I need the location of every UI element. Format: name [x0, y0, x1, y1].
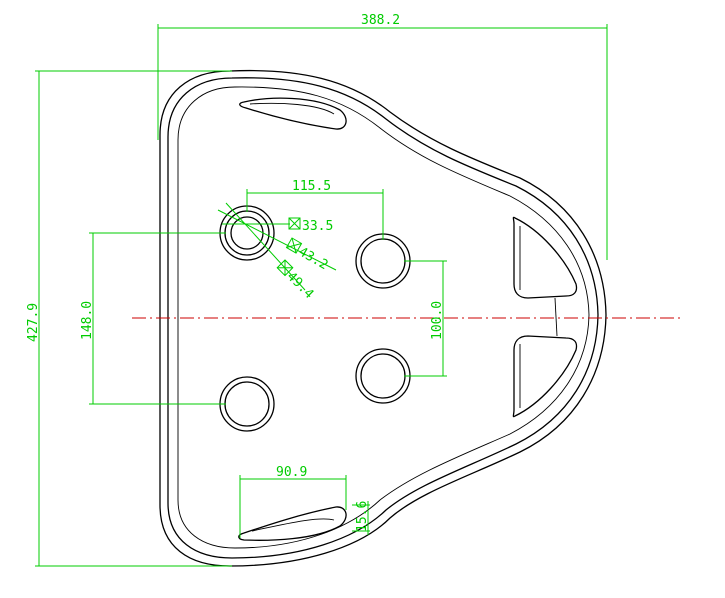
hole-spacing-y-right-label: 100.0: [430, 301, 445, 340]
hole-bottom-right: [355, 348, 411, 404]
hole-spacing-x-label: 115.5: [292, 179, 331, 194]
slot-width-label: 15.6: [355, 501, 370, 532]
middle-contour: [167, 77, 599, 559]
bottom-slot-inner: [251, 518, 335, 532]
slots: [238, 97, 578, 541]
outer-contour: [159, 69, 607, 567]
right-upper-window: [512, 216, 578, 299]
hole-top-right: [355, 233, 411, 289]
hole-bottom-left: [219, 376, 275, 432]
overall-width-label: 388.2: [361, 13, 400, 28]
hole-spacing-y-left-label: 148.0: [80, 301, 95, 340]
plate-outline: [159, 69, 607, 567]
overall-height-label: 427.9: [26, 303, 41, 342]
window-divider: [554, 297, 558, 337]
top-slot: [239, 97, 347, 130]
right-lower-window: [512, 335, 578, 418]
bottom-slot: [238, 506, 347, 541]
slot-length-label: 90.9: [276, 465, 307, 480]
diameter-inner-label: 33.5: [302, 219, 333, 234]
hole-top-left: [219, 205, 275, 261]
top-slot-inner: [249, 102, 335, 115]
inner-contour: [177, 86, 590, 549]
diameter-outer-label: 49.4: [284, 269, 317, 302]
diameter-middle-label: 43.2: [296, 245, 331, 274]
